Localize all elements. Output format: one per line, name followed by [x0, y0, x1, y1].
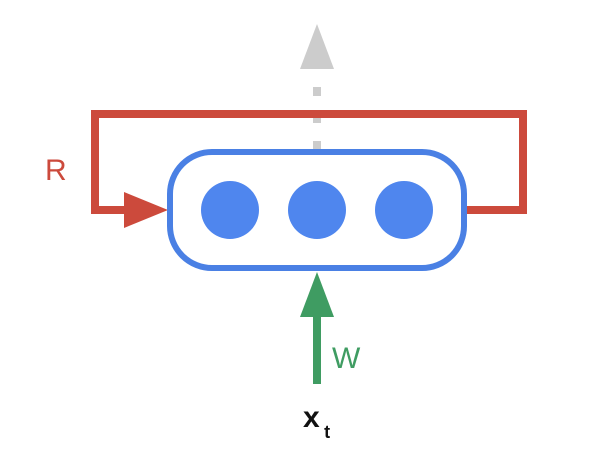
hidden-unit-3 [375, 181, 433, 239]
output-arrowhead [300, 24, 334, 69]
recurrent-weight-label: R [45, 154, 67, 187]
recurrent-loop [91, 110, 527, 228]
recurrent-loop-path [91, 110, 527, 214]
hidden-unit-2 [288, 181, 346, 239]
input-label-subscript: t [324, 422, 330, 442]
input-label-main: x [303, 401, 320, 434]
input-arrow [300, 272, 334, 384]
recurrent-arrowhead [124, 192, 168, 228]
input-label: x t [303, 401, 330, 442]
input-arrowhead [300, 272, 334, 317]
input-weight-label: W [332, 342, 361, 375]
hidden-unit-1 [201, 181, 259, 239]
output-arrow [300, 24, 334, 150]
